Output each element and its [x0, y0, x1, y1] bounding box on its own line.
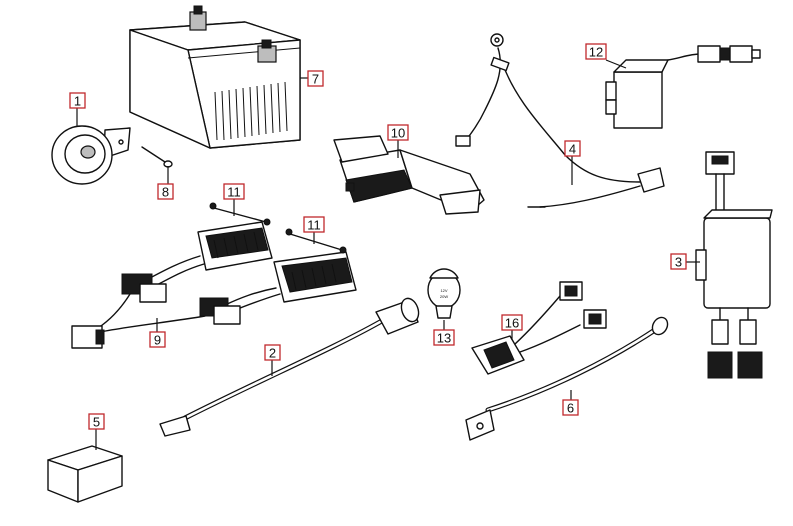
- cdi-unit: [695, 151, 773, 379]
- svg-text:4: 4: [569, 142, 576, 157]
- svg-text:13: 13: [437, 331, 451, 346]
- svg-text:11: 11: [227, 185, 241, 200]
- battery-cable: [465, 316, 669, 441]
- leader-lines: [76, 59, 700, 450]
- callout-4: 4: [564, 140, 581, 157]
- svg-text:7: 7: [312, 72, 319, 87]
- horn: [51, 125, 131, 185]
- callout-6: 6: [562, 399, 579, 416]
- svg-text:3: 3: [675, 255, 682, 270]
- bolts-set-b: [285, 228, 347, 254]
- svg-text:16: 16: [505, 316, 519, 331]
- svg-text:6: 6: [567, 401, 574, 416]
- callout-13: 13: [433, 329, 455, 346]
- callout-2: 2: [264, 344, 281, 361]
- voltage-regulators: [71, 221, 357, 349]
- svg-text:2: 2: [269, 346, 276, 361]
- callout-12: 12: [585, 43, 607, 60]
- svg-text:5: 5: [93, 415, 100, 430]
- starter-relay: [333, 135, 485, 215]
- svg-text:11: 11: [307, 218, 321, 233]
- callout-9: 9: [149, 331, 166, 348]
- callout-7: 7: [307, 70, 324, 87]
- callout-1: 1: [69, 92, 86, 109]
- power-socket: 12V 20W: [427, 268, 461, 319]
- svg-text:9: 9: [154, 333, 161, 348]
- callout-11a: 11: [223, 183, 245, 200]
- svg-text:10: 10: [391, 126, 405, 141]
- cable: [159, 297, 420, 437]
- svg-text:1: 1: [74, 94, 81, 109]
- ground-cable: [455, 33, 665, 208]
- battery: [129, 5, 301, 149]
- foam-block: [47, 445, 123, 503]
- callout-16: 16: [501, 314, 523, 331]
- callout-10: 10: [387, 124, 409, 141]
- callout-5: 5: [88, 413, 105, 430]
- switch-harness: [471, 281, 607, 375]
- socket-label-wattage: 20W: [440, 294, 448, 299]
- bolts-set-a: [209, 202, 271, 226]
- callout-11b: 11: [303, 216, 325, 233]
- callout-8: 8: [157, 183, 174, 200]
- svg-text:8: 8: [162, 185, 169, 200]
- flasher-relay: [605, 45, 761, 129]
- socket-label-voltage: 12V: [440, 288, 447, 293]
- callout-3: 3: [670, 253, 687, 270]
- svg-text:12: 12: [589, 45, 603, 60]
- screw: [141, 146, 173, 168]
